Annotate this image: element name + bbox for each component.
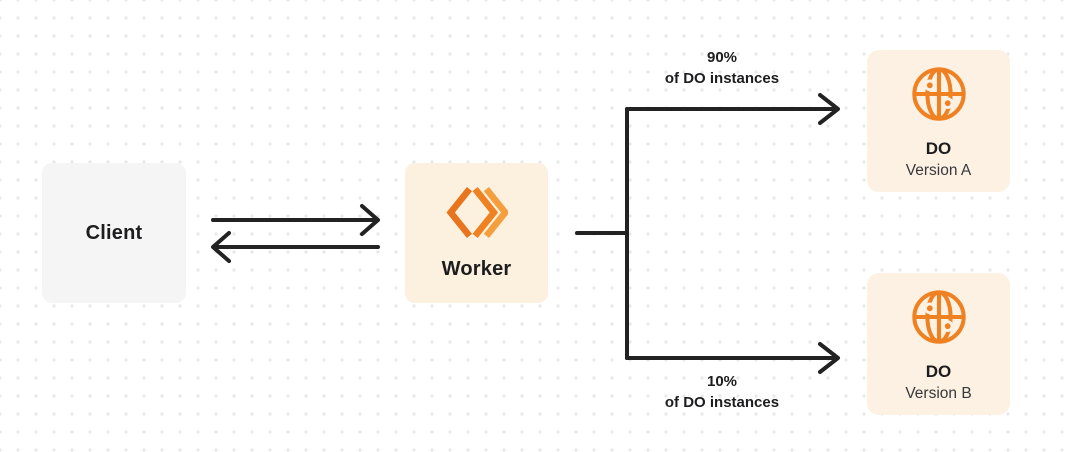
client-node: Client: [42, 163, 186, 303]
client-label: Client: [85, 221, 143, 244]
arrowhead-do-a-icon: [818, 93, 840, 125]
worker-node: Worker: [405, 163, 548, 303]
globe-icon: [910, 65, 968, 128]
top-branch-label: 90% of DO instances: [612, 47, 832, 89]
do-a-subtitle: Version A: [905, 162, 972, 179]
arrowhead-do-b-icon: [818, 342, 840, 374]
cloudflare-workers-logo-icon: [445, 186, 509, 244]
do-b-title: DO: [925, 362, 952, 381]
bottom-branch-caption: of DO instances: [664, 394, 780, 411]
bottom-branch-label: 10% of DO instances: [612, 371, 832, 413]
do-version-a-node: DO Version A: [867, 50, 1010, 192]
do-b-subtitle: Version B: [905, 385, 972, 402]
top-branch-caption: of DO instances: [664, 70, 780, 87]
worker-label: Worker: [441, 257, 512, 280]
bottom-branch-percent: 10%: [706, 373, 738, 390]
top-branch-percent: 90%: [706, 49, 738, 66]
do-a-title: DO: [925, 139, 952, 158]
arrowhead-left-icon: [211, 231, 231, 263]
globe-icon: [910, 288, 968, 351]
do-version-b-node: DO Version B: [867, 273, 1010, 415]
arrowhead-right-icon: [360, 204, 380, 236]
